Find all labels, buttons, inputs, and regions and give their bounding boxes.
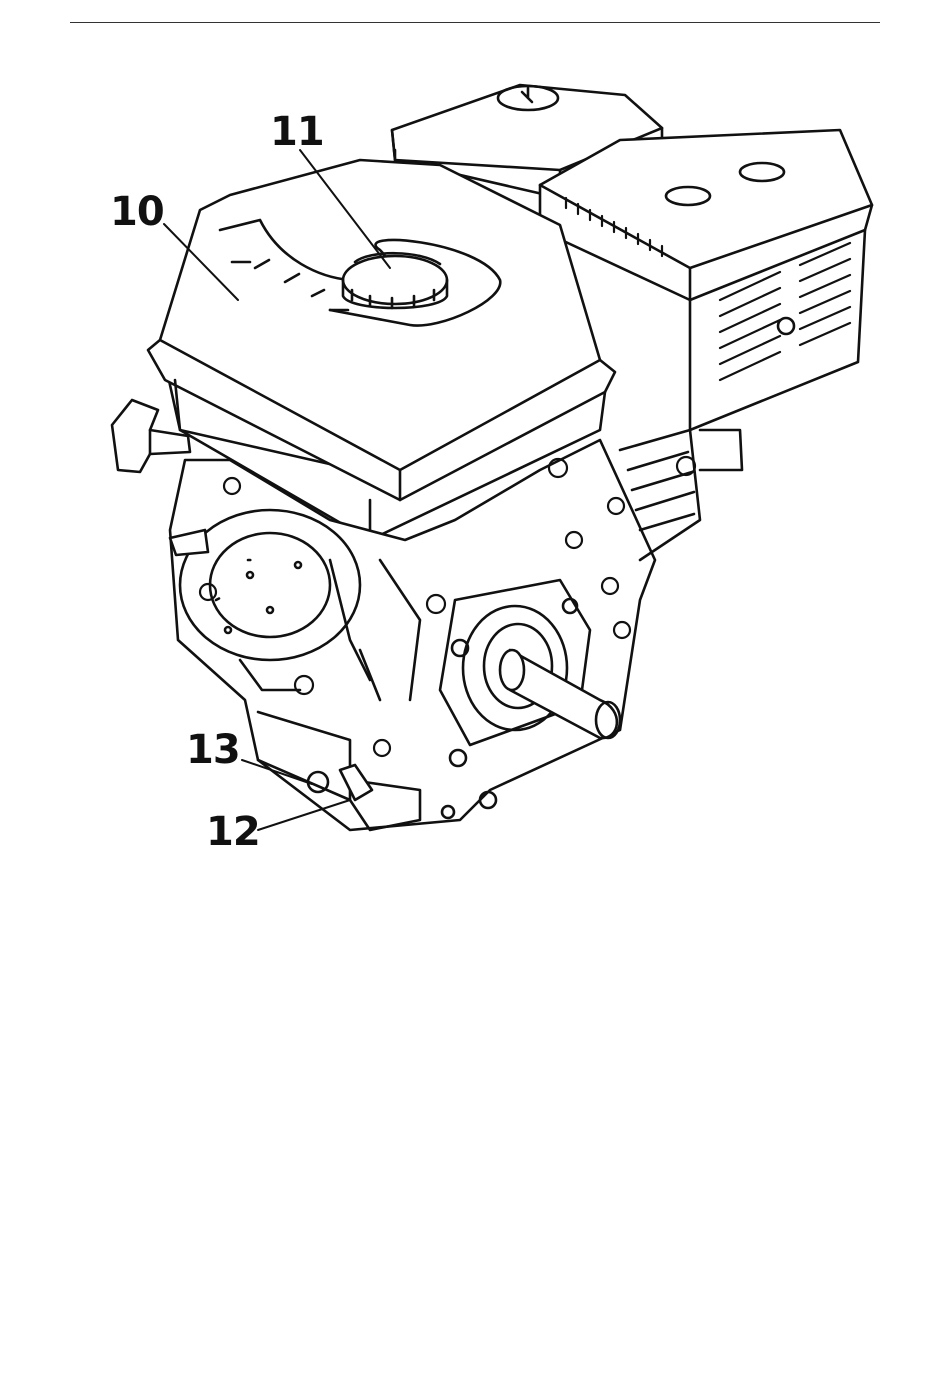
callout-11: 11	[270, 112, 324, 152]
callout-13: 13	[186, 730, 240, 770]
crankcase	[170, 430, 700, 830]
callout-12: 12	[206, 812, 260, 852]
muffler	[540, 130, 872, 470]
engine-illustration	[0, 0, 950, 900]
callout-10: 10	[110, 192, 164, 232]
